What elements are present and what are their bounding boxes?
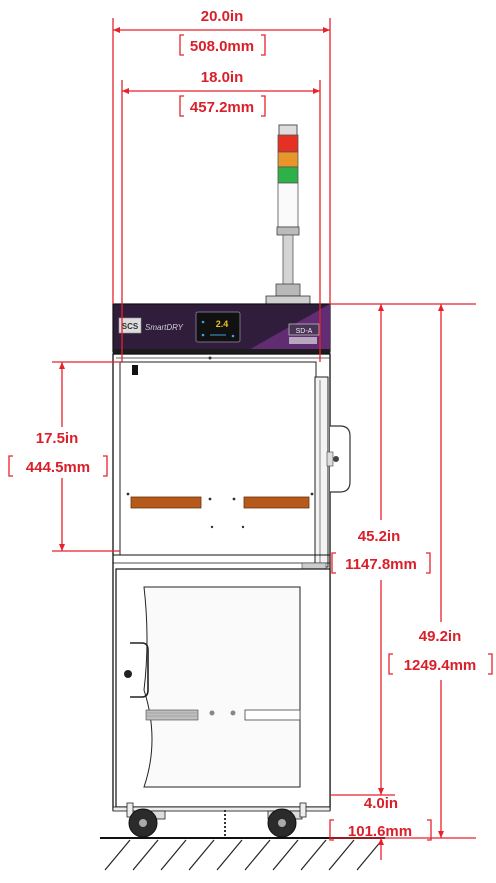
top-chamber-height-in: 17.5in [36, 430, 79, 447]
svg-text:SCS: SCS [122, 322, 139, 331]
cabinet-body [112, 353, 351, 812]
brand-logo: SCS [118, 317, 142, 334]
caster-height-mm: 101.6mm [348, 823, 412, 840]
dim-top-chamber-height: 17.5in 444.5mm [8, 361, 120, 552]
brand-text: SmartDRY [145, 323, 184, 332]
body-height-mm: 1147.8mm [345, 556, 417, 573]
overall-height-mm: 1249.4mm [404, 657, 477, 674]
dim-overall-width: 20.0in 508.0mm [112, 8, 331, 304]
dim-body-width: 18.0in 457.2mm [121, 69, 321, 362]
body-width-mm: 457.2mm [190, 99, 254, 116]
caster-left [126, 802, 166, 838]
beacon-green-light [277, 166, 299, 184]
overall-height-in: 49.2in [419, 628, 462, 645]
dim-caster-height: 4.0in 101.6mm [329, 794, 432, 860]
dim-body-height: 45.2in 1147.8mm [330, 303, 476, 795]
beacon-red-light [277, 134, 299, 153]
shelf-left [130, 496, 202, 509]
floor-hatch [100, 837, 385, 871]
panel-badge-text: SD-A [296, 328, 313, 335]
caster-right [267, 802, 307, 838]
door-lock [124, 670, 132, 678]
lower-door [115, 568, 331, 808]
overall-width-in: 20.0in [201, 8, 244, 25]
display-value: 2.4 [216, 319, 229, 329]
panel-badge [288, 323, 320, 336]
body-width-in: 18.0in [201, 69, 244, 86]
shelf-right [243, 496, 310, 509]
upper-open-door [314, 376, 351, 568]
top-chamber-height-mm: 444.5mm [26, 459, 90, 476]
header-control-panel: SCS SmartDRY 2.4 SD-A [112, 303, 331, 354]
dim-overall-height: 49.2in 1249.4mm [330, 304, 493, 839]
upper-chamber [119, 361, 317, 556]
controller-display: 2.4 [195, 311, 241, 343]
signal-tower-beacon [265, 124, 311, 305]
caster-height-in: 4.0in [364, 795, 398, 812]
beacon-amber-light [277, 151, 299, 168]
body-height-in: 45.2in [358, 528, 401, 545]
door-handle [130, 642, 149, 698]
overall-width-mm: 508.0mm [190, 38, 254, 55]
lower-shelf-left [145, 709, 199, 721]
